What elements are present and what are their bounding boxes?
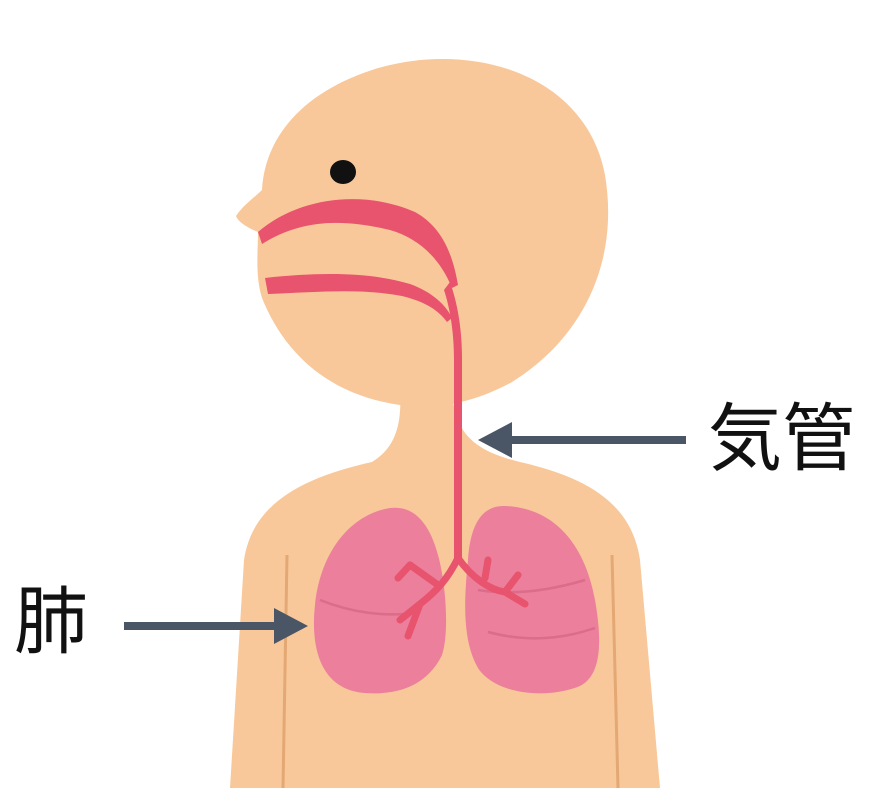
trachea-arrow — [478, 422, 686, 458]
eye — [330, 160, 356, 184]
lung-arrow — [124, 608, 308, 644]
lung-label: 肺 — [14, 585, 88, 659]
trachea-label: 気管 — [708, 402, 856, 476]
torso — [230, 392, 660, 788]
